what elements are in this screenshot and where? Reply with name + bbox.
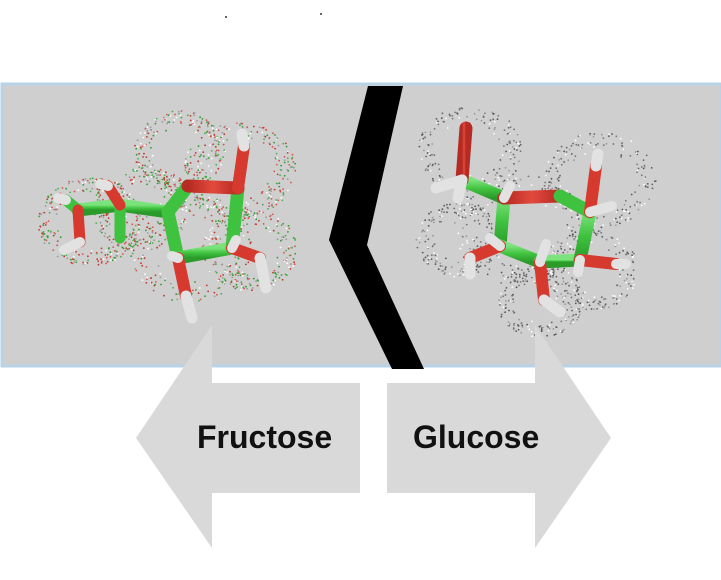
top-specks: [225, 13, 322, 18]
zigzag-divider: [329, 86, 424, 369]
glucose-electron-cloud: [415, 107, 657, 338]
arrow-right-icon: [387, 325, 611, 548]
glucose-molecule-model: [415, 107, 657, 338]
arrow-left-icon: [136, 325, 360, 548]
glucose-bonds: [430, 121, 631, 318]
fructose-molecule-model: [38, 110, 297, 324]
fructose-bonds: [53, 128, 272, 324]
fructose-label: Fructose: [197, 419, 333, 455]
glucose-label: Glucose: [413, 419, 540, 455]
